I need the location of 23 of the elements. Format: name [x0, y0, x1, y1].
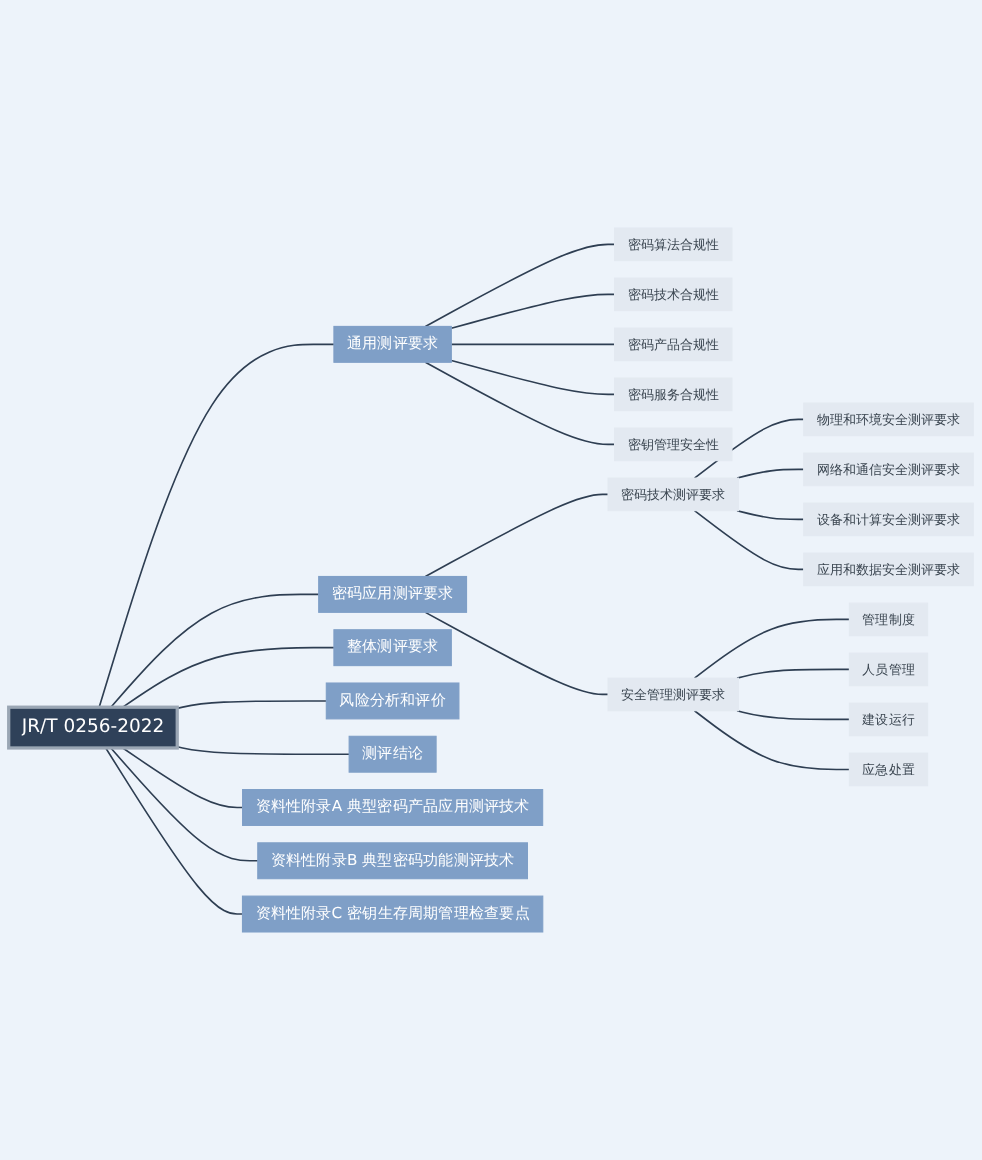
connector — [736, 668, 851, 679]
node-box: JR/T 0256-2022 — [7, 705, 179, 750]
connector — [121, 747, 244, 809]
connector — [736, 468, 805, 479]
connector — [424, 243, 616, 328]
connector — [121, 646, 335, 708]
connector — [424, 361, 616, 446]
connector — [450, 359, 616, 396]
connector — [736, 509, 805, 521]
connector — [736, 709, 851, 721]
connector — [98, 343, 335, 708]
connector — [424, 493, 609, 578]
connector — [450, 293, 616, 330]
connector — [693, 618, 851, 679]
connector — [110, 747, 259, 862]
connector — [176, 700, 328, 710]
connector — [450, 343, 616, 346]
connector — [693, 709, 851, 771]
connector — [424, 611, 609, 696]
connector — [176, 745, 350, 756]
connector — [110, 593, 320, 708]
connector — [104, 747, 244, 915]
connector — [693, 509, 805, 571]
